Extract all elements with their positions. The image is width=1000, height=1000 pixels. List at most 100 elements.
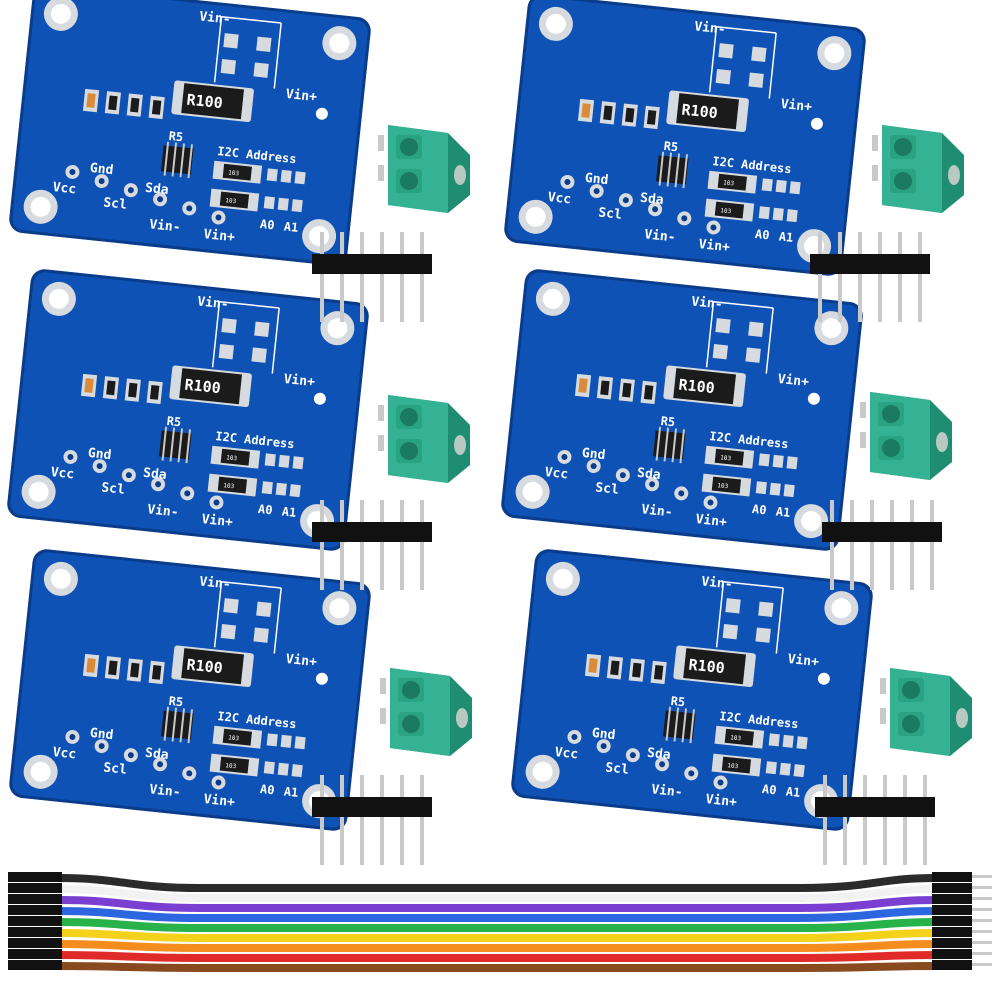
screw-terminal <box>880 668 972 756</box>
label-vin-plus-top: Vin+ <box>283 372 316 390</box>
label-gnd: Gnd <box>89 161 114 178</box>
label-vin-plus-top: Vin+ <box>285 87 318 105</box>
male-connector <box>932 872 972 882</box>
female-connector <box>8 927 62 937</box>
male-connector <box>932 938 972 948</box>
label-gnd: Gnd <box>89 726 114 743</box>
cable-wire <box>59 951 936 962</box>
label-r5: R5 <box>168 694 184 709</box>
male-connector <box>932 883 972 893</box>
label-r5: R5 <box>166 414 182 429</box>
male-connector <box>932 894 972 904</box>
label-vin-minus: Vin- <box>147 502 180 520</box>
label-vcc: Vcc <box>50 465 75 482</box>
label-vin-minus: Vin- <box>149 782 182 800</box>
cable-wire <box>59 962 936 972</box>
label-gnd: Gnd <box>87 446 112 463</box>
label-vin-plus: Vin+ <box>203 792 236 810</box>
male-connector <box>932 927 972 937</box>
label-vin-minus-top: Vin- <box>701 574 734 592</box>
male-connector <box>932 916 972 926</box>
label-scl: Scl <box>103 760 128 777</box>
label-vin-minus: Vin- <box>641 502 674 520</box>
female-connector <box>8 905 62 915</box>
cable-wire <box>59 896 936 912</box>
jumper-cable <box>8 872 992 972</box>
label-a0: A0 <box>257 502 273 517</box>
label-gnd: Gnd <box>591 726 616 743</box>
screw-terminal <box>860 392 952 480</box>
label-vin-minus-top: Vin- <box>197 294 230 312</box>
label-chip: 103 <box>720 454 732 462</box>
label-vin-minus: Vin- <box>149 217 182 235</box>
label-chip: 103 <box>730 734 742 742</box>
screw-terminal <box>380 668 472 756</box>
label-a0: A0 <box>259 782 275 797</box>
female-connector <box>8 883 62 893</box>
label-sda: Sda <box>646 746 671 763</box>
label-r5: R5 <box>168 129 184 144</box>
label-scl: Scl <box>595 480 620 497</box>
label-vin-minus-top: Vin- <box>199 574 232 592</box>
ina219-board: Vin- Vin+ R100 R5 I2C Address 103 103 Vc… <box>6 546 374 834</box>
label-a0: A0 <box>751 502 767 517</box>
label-vin-plus: Vin+ <box>705 792 738 810</box>
female-connector <box>8 916 62 926</box>
cable-wire <box>59 940 936 952</box>
connector-pin <box>972 886 992 889</box>
label-scl: Scl <box>103 195 128 212</box>
female-connector <box>8 894 62 904</box>
label-a1: A1 <box>778 229 794 244</box>
label-vin-minus-top: Vin- <box>199 9 232 27</box>
label-vcc: Vcc <box>544 465 569 482</box>
screw-terminal <box>378 395 470 483</box>
label-a1: A1 <box>775 504 791 519</box>
connector-pin <box>972 952 992 955</box>
screw-terminal <box>872 125 964 213</box>
label-vin-plus-top: Vin+ <box>787 652 820 670</box>
label-chip: 103 <box>228 734 240 742</box>
label-vcc: Vcc <box>52 745 77 762</box>
female-connector <box>8 960 62 970</box>
label-a1: A1 <box>283 219 299 234</box>
label-vcc: Vcc <box>554 745 579 762</box>
label-vin-minus: Vin- <box>644 227 677 245</box>
cable-wire <box>59 907 936 922</box>
ina219-board: Vin- Vin+ R100 R5 I2C Address 103 103 Vc… <box>4 266 372 554</box>
label-shunt: R100 <box>681 101 719 123</box>
label-chip: 103 <box>228 169 240 177</box>
label-shunt: R100 <box>186 656 224 678</box>
label-r5: R5 <box>663 139 679 154</box>
label-scl: Scl <box>598 205 623 222</box>
ina219-board: Vin- Vin+ R100 R5 I2C Address 103 103 Vc… <box>501 0 869 279</box>
label-sda: Sda <box>144 181 169 198</box>
label-vin-plus-top: Vin+ <box>285 652 318 670</box>
label-sda: Sda <box>639 191 664 208</box>
label-vin-plus: Vin+ <box>695 512 728 530</box>
label-shunt: R100 <box>186 91 224 113</box>
label-chip: 103 <box>727 762 739 770</box>
label-chip: 103 <box>720 207 732 215</box>
label-vin-plus: Vin+ <box>698 237 731 255</box>
male-connector <box>932 905 972 915</box>
connector-pin <box>972 963 992 966</box>
label-vin-plus-top: Vin+ <box>780 97 813 115</box>
label-vcc: Vcc <box>547 190 572 207</box>
label-vin-minus-top: Vin- <box>694 19 727 37</box>
label-r5: R5 <box>660 414 676 429</box>
label-scl: Scl <box>101 480 126 497</box>
male-connector <box>932 960 972 970</box>
label-vcc: Vcc <box>52 180 77 197</box>
cable-wire <box>59 918 936 932</box>
ina219-board: Vin- Vin+ R100 R5 I2C Address 103 103 Vc… <box>508 546 876 834</box>
label-r5: R5 <box>670 694 686 709</box>
label-sda: Sda <box>636 466 661 483</box>
cable-wire <box>59 885 936 902</box>
label-a1: A1 <box>281 504 297 519</box>
label-a0: A0 <box>259 217 275 232</box>
label-a1: A1 <box>785 784 801 799</box>
label-vin-minus: Vin- <box>651 782 684 800</box>
label-chip: 103 <box>226 454 238 462</box>
female-connector <box>8 949 62 959</box>
connector-pin <box>972 919 992 922</box>
